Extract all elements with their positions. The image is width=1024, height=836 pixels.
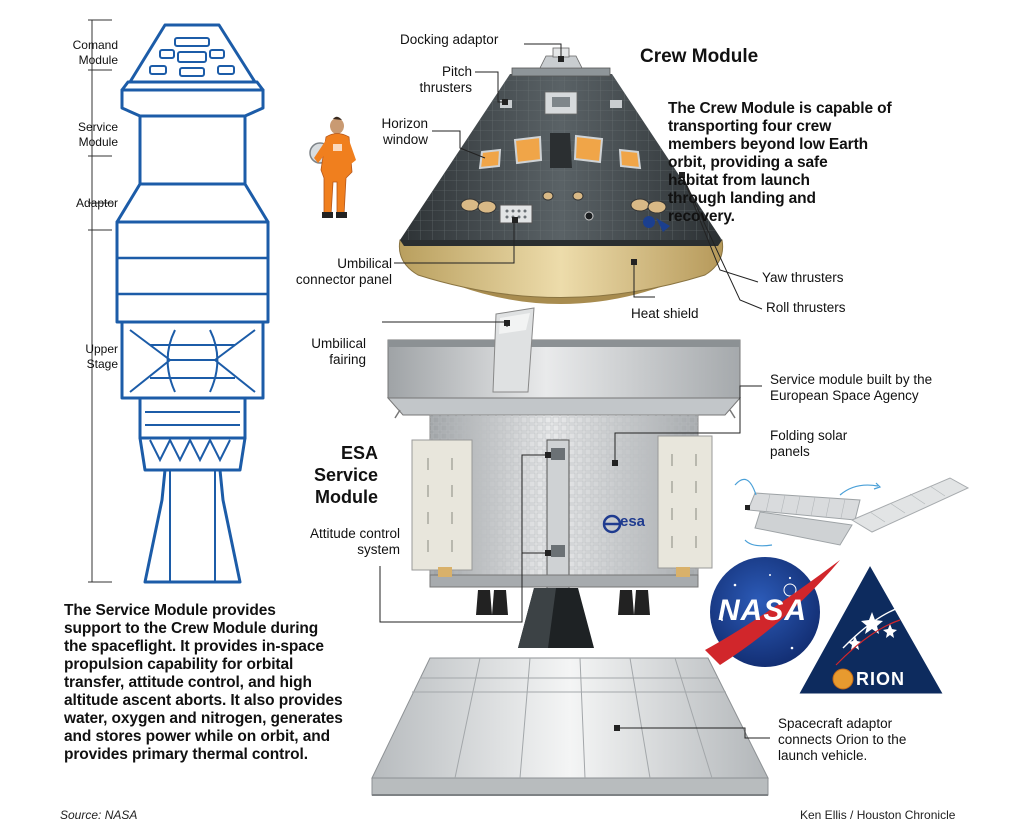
label-horizon-window: Horizon window [381,116,428,147]
nasa-logo-text: NASA [718,594,808,627]
heat-shield [398,239,724,298]
label-command-module: Comand Module [72,38,118,67]
rocket-outline [115,23,270,584]
horizon-windows [478,133,642,170]
rocket-command-module [128,23,257,84]
esa-service-module-title: ESA Service Module [313,443,378,507]
label-service-module: Service Module [77,120,118,149]
label-service-module-built-by: Service module built by the European Spa… [770,372,933,403]
orion-logo [795,561,947,697]
label-yaw-thrusters: Yaw thrusters [762,270,844,285]
crew-module-capsule [398,47,724,304]
service-module-description: The Service Module provides support to t… [64,602,343,763]
spacecraft-adaptor [371,657,769,796]
orion-logo-text: RION [856,669,905,689]
esa-logo [602,514,622,534]
crew-module-title: Crew Module [640,46,759,67]
stowed-solar-panel-left [411,439,473,571]
label-attitude-control-system: Attitude control system [309,526,400,557]
rocket-adaptor [115,182,270,224]
label-pitch-thrusters: Pitch thrusters [419,64,472,95]
label-spacecraft-adaptor: Spacecraft adaptor connects Orion to the… [778,716,907,763]
rocket-upper-stage [115,220,270,324]
service-module-body [386,307,742,648]
orion-o-planet [833,669,853,689]
label-roll-thrusters: Roll thrusters [766,300,846,315]
rocket-bracket [88,19,112,583]
label-umbilical-fairing: Umbilical fairing [311,336,366,367]
esa-logo-text: esa [620,513,646,530]
crew-module-description: The Crew Module is capable of transporti… [668,100,892,225]
stowed-solar-panel-right [657,435,713,569]
rocket-nozzle [143,468,242,584]
astronaut-figure [309,116,356,218]
label-docking-adaptor: Docking adaptor [400,32,499,47]
deployed-solar-panels [734,477,970,547]
label-folding-solar-panels: Folding solar panels [770,428,848,459]
source-credit: Source: NASA [60,808,138,822]
leader-dots [502,56,750,731]
nasa-logo [705,557,840,667]
label-adaptor: Adaptor [75,196,118,210]
rocket-service-module [138,114,247,186]
rocket-details [129,37,256,582]
label-upper-stage: Upper Stage [85,342,118,371]
author-credit: Ken Ellis / Houston Chronicle [800,808,956,822]
attitude-control-system [546,439,570,591]
label-umbilical-connector-panel: Umbilical connector panel [295,256,392,287]
label-heat-shield: Heat shield [631,306,699,321]
